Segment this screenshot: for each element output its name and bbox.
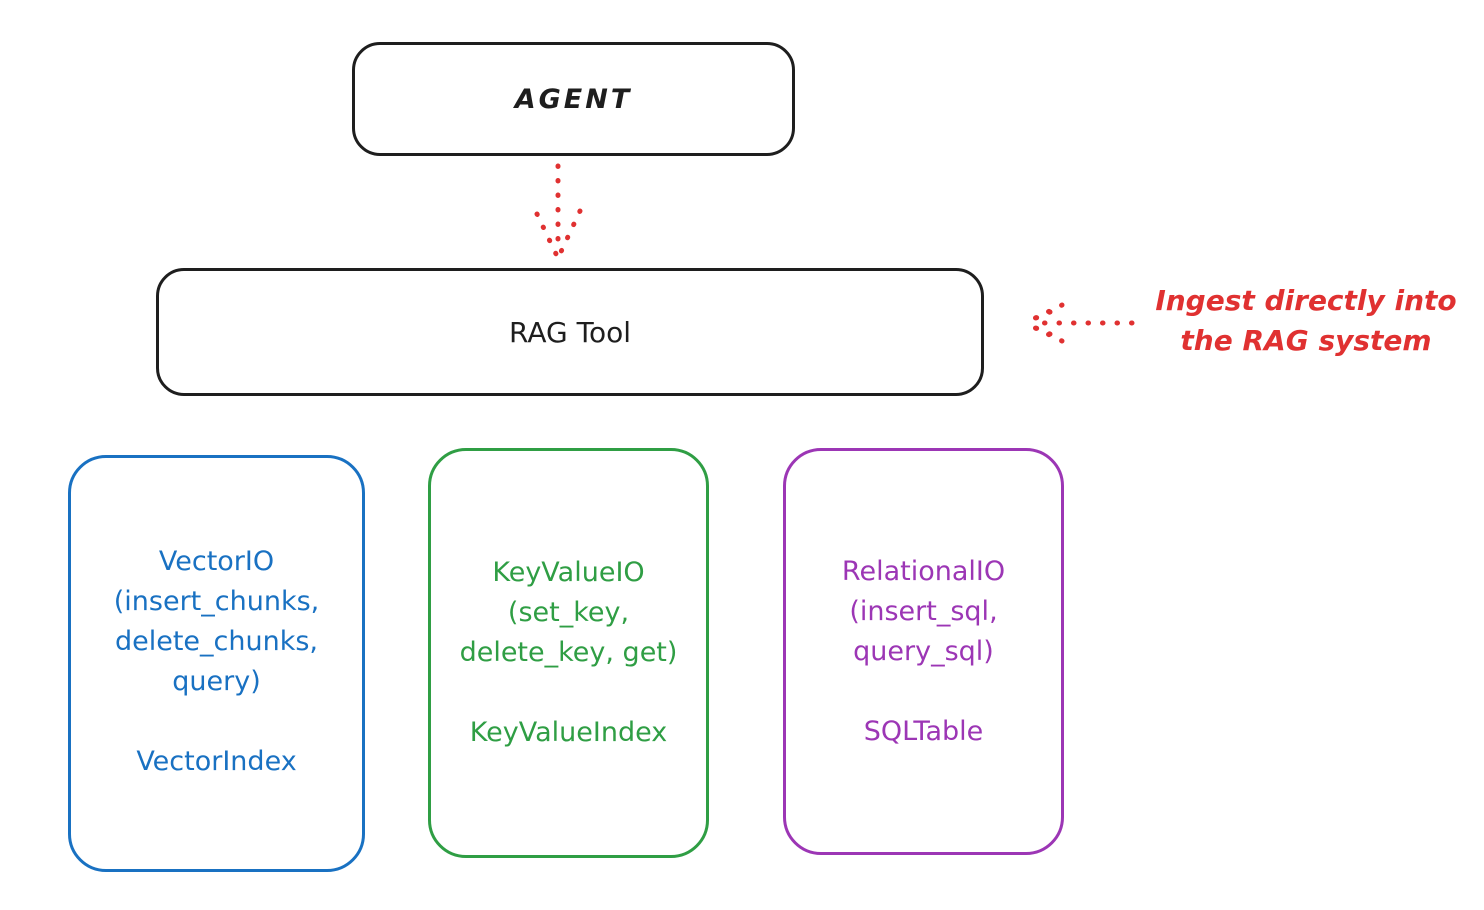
key-value-index-label: KeyValueIndex	[469, 717, 668, 748]
key-value-io-node: KeyValueIO (set_key, delete_key, get) Ke…	[428, 448, 709, 858]
agent-node-label: AGENT	[514, 83, 633, 115]
vector-index-label: VectorIndex	[136, 746, 297, 777]
rag-tool-node: RAG Tool	[156, 268, 984, 396]
agent-node: AGENT	[352, 42, 795, 156]
sql-table-label: SQLTable	[863, 716, 984, 747]
relational-io-node: RelationalIO (insert_sql, query_sql) SQL…	[783, 448, 1064, 855]
ingest-annotation-line1: Ingest directly into	[1155, 284, 1457, 317]
key-value-io-title: KeyValueIO	[492, 557, 645, 588]
annotation-to-ragtool-arrow-icon	[1021, 302, 1135, 344]
ingest-annotation-line2: the RAG system	[1180, 324, 1432, 357]
rag-tool-node-label: RAG Tool	[509, 315, 631, 349]
relational-io-title: RelationalIO	[841, 556, 1006, 587]
key-value-io-methods-line2: delete_key, get)	[459, 637, 678, 668]
vector-io-methods-line1: (insert_chunks,	[113, 586, 320, 617]
vector-io-node: VectorIO (insert_chunks, delete_chunks, …	[68, 455, 365, 872]
vector-io-methods-line3: query)	[172, 666, 261, 697]
ingest-annotation: Ingest directly into the RAG system	[1130, 281, 1482, 361]
key-value-io-methods-line1: (set_key,	[507, 597, 630, 628]
vector-io-title: VectorIO	[158, 546, 275, 577]
agent-to-ragtool-arrow-icon	[534, 163, 583, 259]
relational-io-methods-line2: query_sql)	[853, 636, 994, 667]
vector-io-methods-line2: delete_chunks,	[114, 626, 319, 657]
relational-io-methods-line1: (insert_sql,	[849, 596, 998, 627]
